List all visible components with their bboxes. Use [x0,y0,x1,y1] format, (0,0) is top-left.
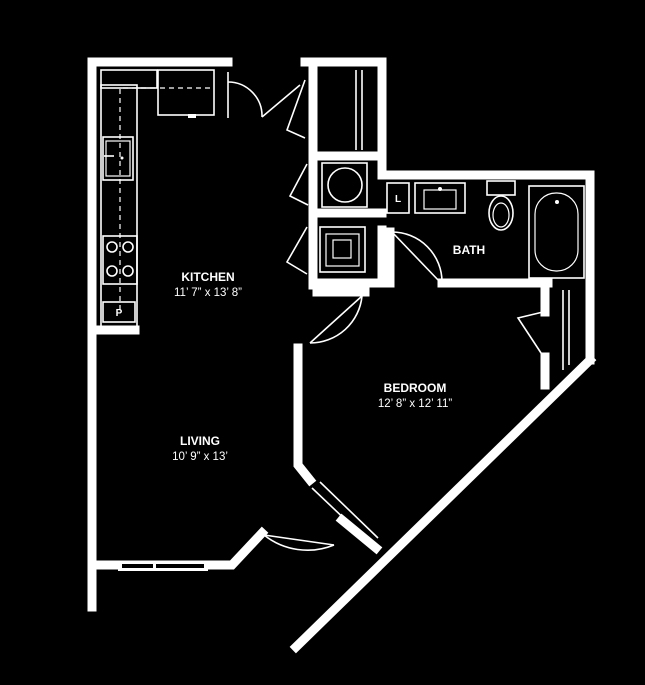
left-exterior-wall [87,57,233,612]
bath-door [391,231,441,283]
bath-top-wall [377,170,595,365]
linen-tag: L [395,194,401,205]
closet-top-wall [300,57,387,177]
bathtub-drain [555,200,559,204]
burner-3 [106,265,118,277]
burner-1 [106,241,118,253]
bedroom-door [309,295,363,344]
living-dimensions: 10’ 9” x 13’ [172,451,228,463]
toilet-seat [492,202,510,228]
closet-bottom-wall [308,225,387,288]
room-labels: KITCHEN 11’ 7” x 13’ 8” LIVING 10’ 9” x … [172,243,485,463]
burner-2 [122,241,134,253]
washer-lid [332,239,352,259]
kitchen-sink-basin [105,140,131,177]
laundry-closets [319,70,368,273]
bath-door-swing [391,231,443,283]
kitchen-sink-drain [120,156,124,160]
bedroom-closet [562,290,570,370]
washer-icon [319,226,366,273]
closet-door-2 [288,163,309,206]
balcony-door [263,534,335,546]
balcony-door-swing [263,534,335,551]
entry-door-leaf [261,84,301,118]
pantry-tag: P [116,308,123,319]
kitchen-label: KITCHEN [181,270,234,284]
upper-counter [100,69,158,89]
bedroom-door-swing [309,295,363,344]
dryer-icon [321,162,368,208]
washer-inner [325,233,360,267]
bath-fixtures: L [386,180,585,279]
kitchen-counters: P [100,69,215,328]
dryer-drum [327,167,363,203]
bathtub-basin [534,192,579,272]
burner-4 [122,265,134,277]
toilet-tank [486,180,516,196]
bedroom-label: BEDROOM [384,381,447,395]
bedroom-closet-door [516,311,544,357]
bedroom-dimensions: 12’ 8” x 12’ 11” [378,398,453,410]
kitchen-dimensions: 11’ 7” x 13’ 8” [174,287,242,299]
left-counter [100,84,138,328]
kitchen-sink-icon [102,136,134,181]
linen-closet [386,182,410,214]
bath-label: BATH [453,243,485,257]
living-window-pane-2 [156,564,204,568]
pantry [102,301,136,323]
doors [227,72,544,551]
windows [118,561,208,571]
refrigerator-handle [188,114,196,118]
bedroom-sliding-door-b [319,481,379,539]
stove-icon [102,235,138,285]
angled-exterior-wall [289,353,597,654]
living-window-pane-1 [122,564,153,568]
closet-door-1 [285,79,306,139]
bedroom-left-wall [293,343,317,487]
toilet-bowl-icon [488,195,514,231]
counter-overhang-line [119,87,157,310]
bedroom-sliding-door-a [311,487,373,546]
bathtub-icon [528,185,585,279]
refrigerator [157,69,215,116]
closet-door-3 [285,226,308,275]
living-label: LIVING [180,434,220,448]
entry-door-swing [227,81,263,118]
vanity-faucet [438,187,442,191]
vanity-icon [414,182,466,214]
living-bottom-wall [92,526,269,570]
walls [87,57,597,654]
vanity-basin [423,189,457,210]
